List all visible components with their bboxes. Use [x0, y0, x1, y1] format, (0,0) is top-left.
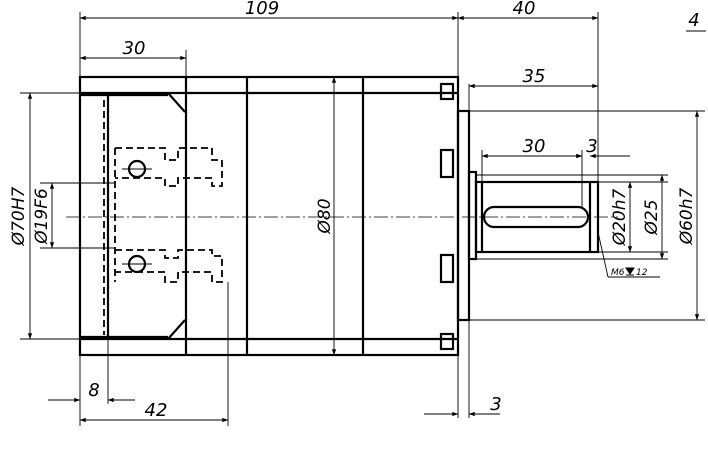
svg-text:Ø80: Ø80	[315, 198, 335, 234]
svg-text:42: 42	[145, 400, 168, 421]
svg-text:3: 3	[490, 394, 501, 415]
output-pilot	[456, 109, 478, 322]
dim-rear-depth: 8	[48, 380, 135, 403]
hidden-clamp-upper	[115, 147, 223, 187]
rear-flange	[80, 92, 186, 340]
svg-text:Ø19F6: Ø19F6	[32, 188, 52, 245]
dim-keyway-length: 30	[481, 136, 583, 159]
svg-text:M6: M6	[611, 268, 625, 278]
dim-shaft-length: 40	[457, 0, 599, 21]
dim-input-bore: Ø19F6	[32, 182, 55, 249]
svg-text:Ø20h7: Ø20h7	[610, 189, 630, 247]
dim-flange-length: 30	[79, 38, 187, 61]
svg-text:Ø60h7: Ø60h7	[677, 188, 697, 246]
body-notches	[439, 82, 455, 351]
svg-text:Ø25: Ø25	[642, 199, 662, 235]
svg-text:40: 40	[513, 0, 536, 19]
dim-bore-fit: Ø70H7	[9, 92, 33, 340]
dim-shaft-diameter: Ø25	[642, 174, 665, 260]
hidden-clamp-lower	[115, 249, 223, 283]
dim-pilot-thickness: 3	[424, 394, 502, 417]
dim-shaft-fit: Ø20h7	[610, 181, 633, 253]
dim-rear-length: 42	[79, 400, 229, 423]
sheet-number: 4	[688, 10, 699, 31]
dim-keyway-offset: 3	[564, 136, 630, 207]
svg-text:35: 35	[523, 66, 546, 87]
depth-symbol	[625, 267, 635, 276]
svg-text:3: 3	[586, 136, 597, 157]
svg-text:109: 109	[245, 0, 279, 19]
svg-text:12: 12	[636, 268, 648, 278]
svg-text:Ø70H7: Ø70H7	[9, 187, 29, 247]
svg-text:8: 8	[88, 380, 99, 401]
dim-body-diameter: Ø80	[315, 76, 337, 356]
tapped-hole-callout: M6 12	[597, 231, 660, 278]
dim-pilot-fit: Ø60h7	[677, 110, 700, 321]
svg-text:30: 30	[523, 136, 546, 157]
gearbox-body	[78, 75, 460, 357]
dim-shaft-section: 35	[468, 66, 599, 89]
dim-overall-length: 109	[79, 0, 459, 21]
svg-text:30: 30	[123, 38, 146, 59]
